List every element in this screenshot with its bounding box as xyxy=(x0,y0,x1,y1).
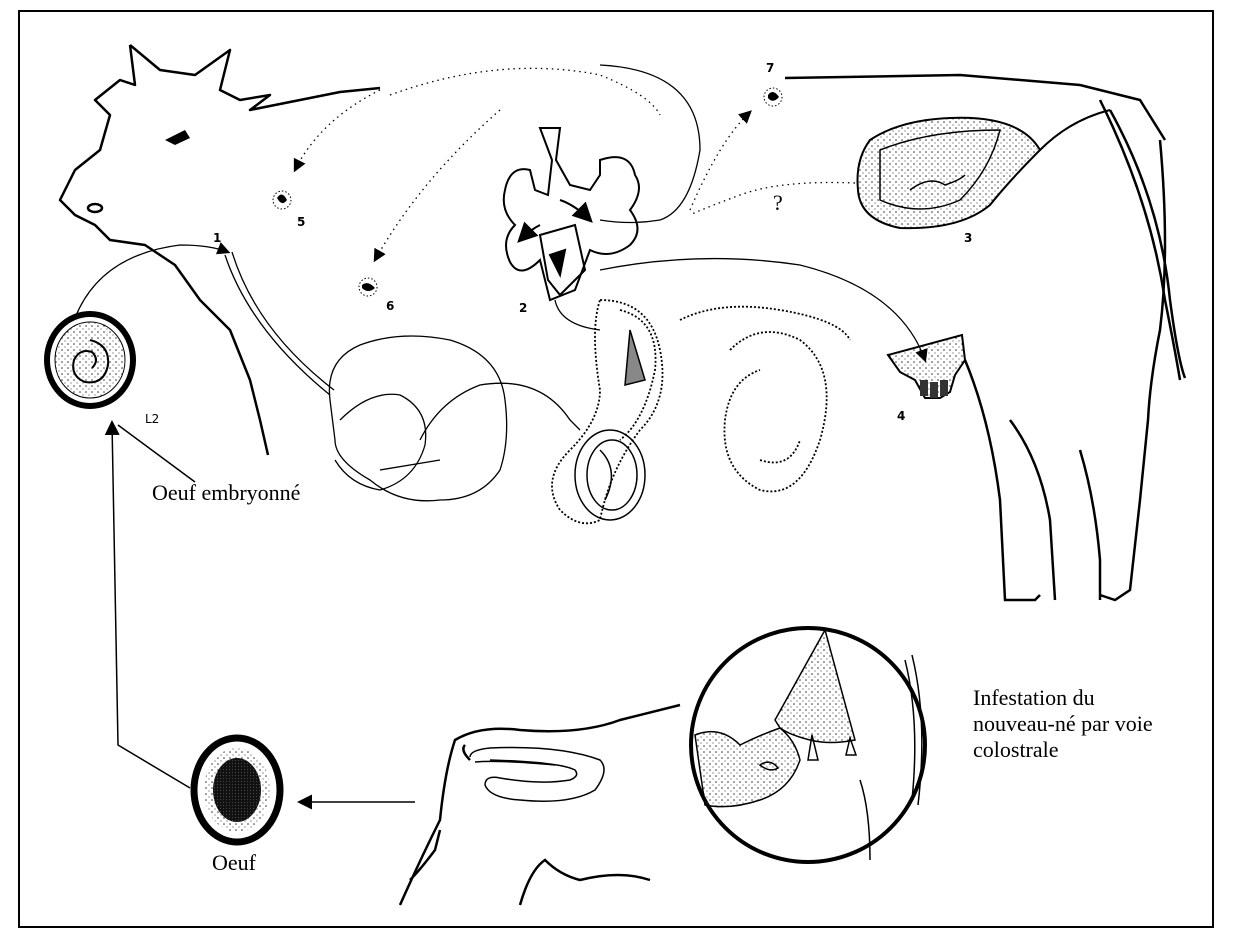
label-number-5: 5 xyxy=(297,215,305,229)
question-mark: ? xyxy=(773,190,783,216)
embryonated-egg-icon xyxy=(47,314,133,406)
intestine-organ xyxy=(552,300,850,523)
larval-cyst-7 xyxy=(764,88,782,106)
label-number-4: 4 xyxy=(897,409,905,423)
label-number-1: 1 xyxy=(213,231,221,245)
lungs-heart-organ xyxy=(504,128,639,300)
stage-l2-label: L2 xyxy=(145,412,159,426)
label-number-7: 7 xyxy=(766,61,774,75)
label-number-3: 3 xyxy=(964,231,972,245)
uterus-organ xyxy=(858,110,1111,228)
larval-cyst-6 xyxy=(359,278,377,296)
colostral-infestation-inset xyxy=(691,628,925,862)
udder-organ xyxy=(888,335,965,398)
label-number-2: 2 xyxy=(519,301,527,315)
larval-cyst-5 xyxy=(273,191,291,209)
infestation-line-1: Infestation du xyxy=(973,685,1153,711)
calf-outline xyxy=(400,705,680,905)
adult-worm xyxy=(470,748,604,802)
infestation-line-2: nouveau-né par voie xyxy=(973,711,1153,737)
cow-hind-leg xyxy=(965,140,1165,600)
infestation-caption: Infestation du nouveau-né par voie colos… xyxy=(973,685,1153,763)
embryonated-egg-label: Oeuf embryonné xyxy=(152,480,300,506)
intestine-core xyxy=(575,330,645,520)
circulation-paths xyxy=(75,65,925,360)
rumen-organ xyxy=(225,252,580,501)
label-number-6: 6 xyxy=(386,299,394,313)
egg-label: Oeuf xyxy=(212,850,256,876)
egg-icon xyxy=(194,738,280,842)
infestation-line-3: colostrale xyxy=(973,737,1153,763)
cow-eye xyxy=(165,130,190,145)
